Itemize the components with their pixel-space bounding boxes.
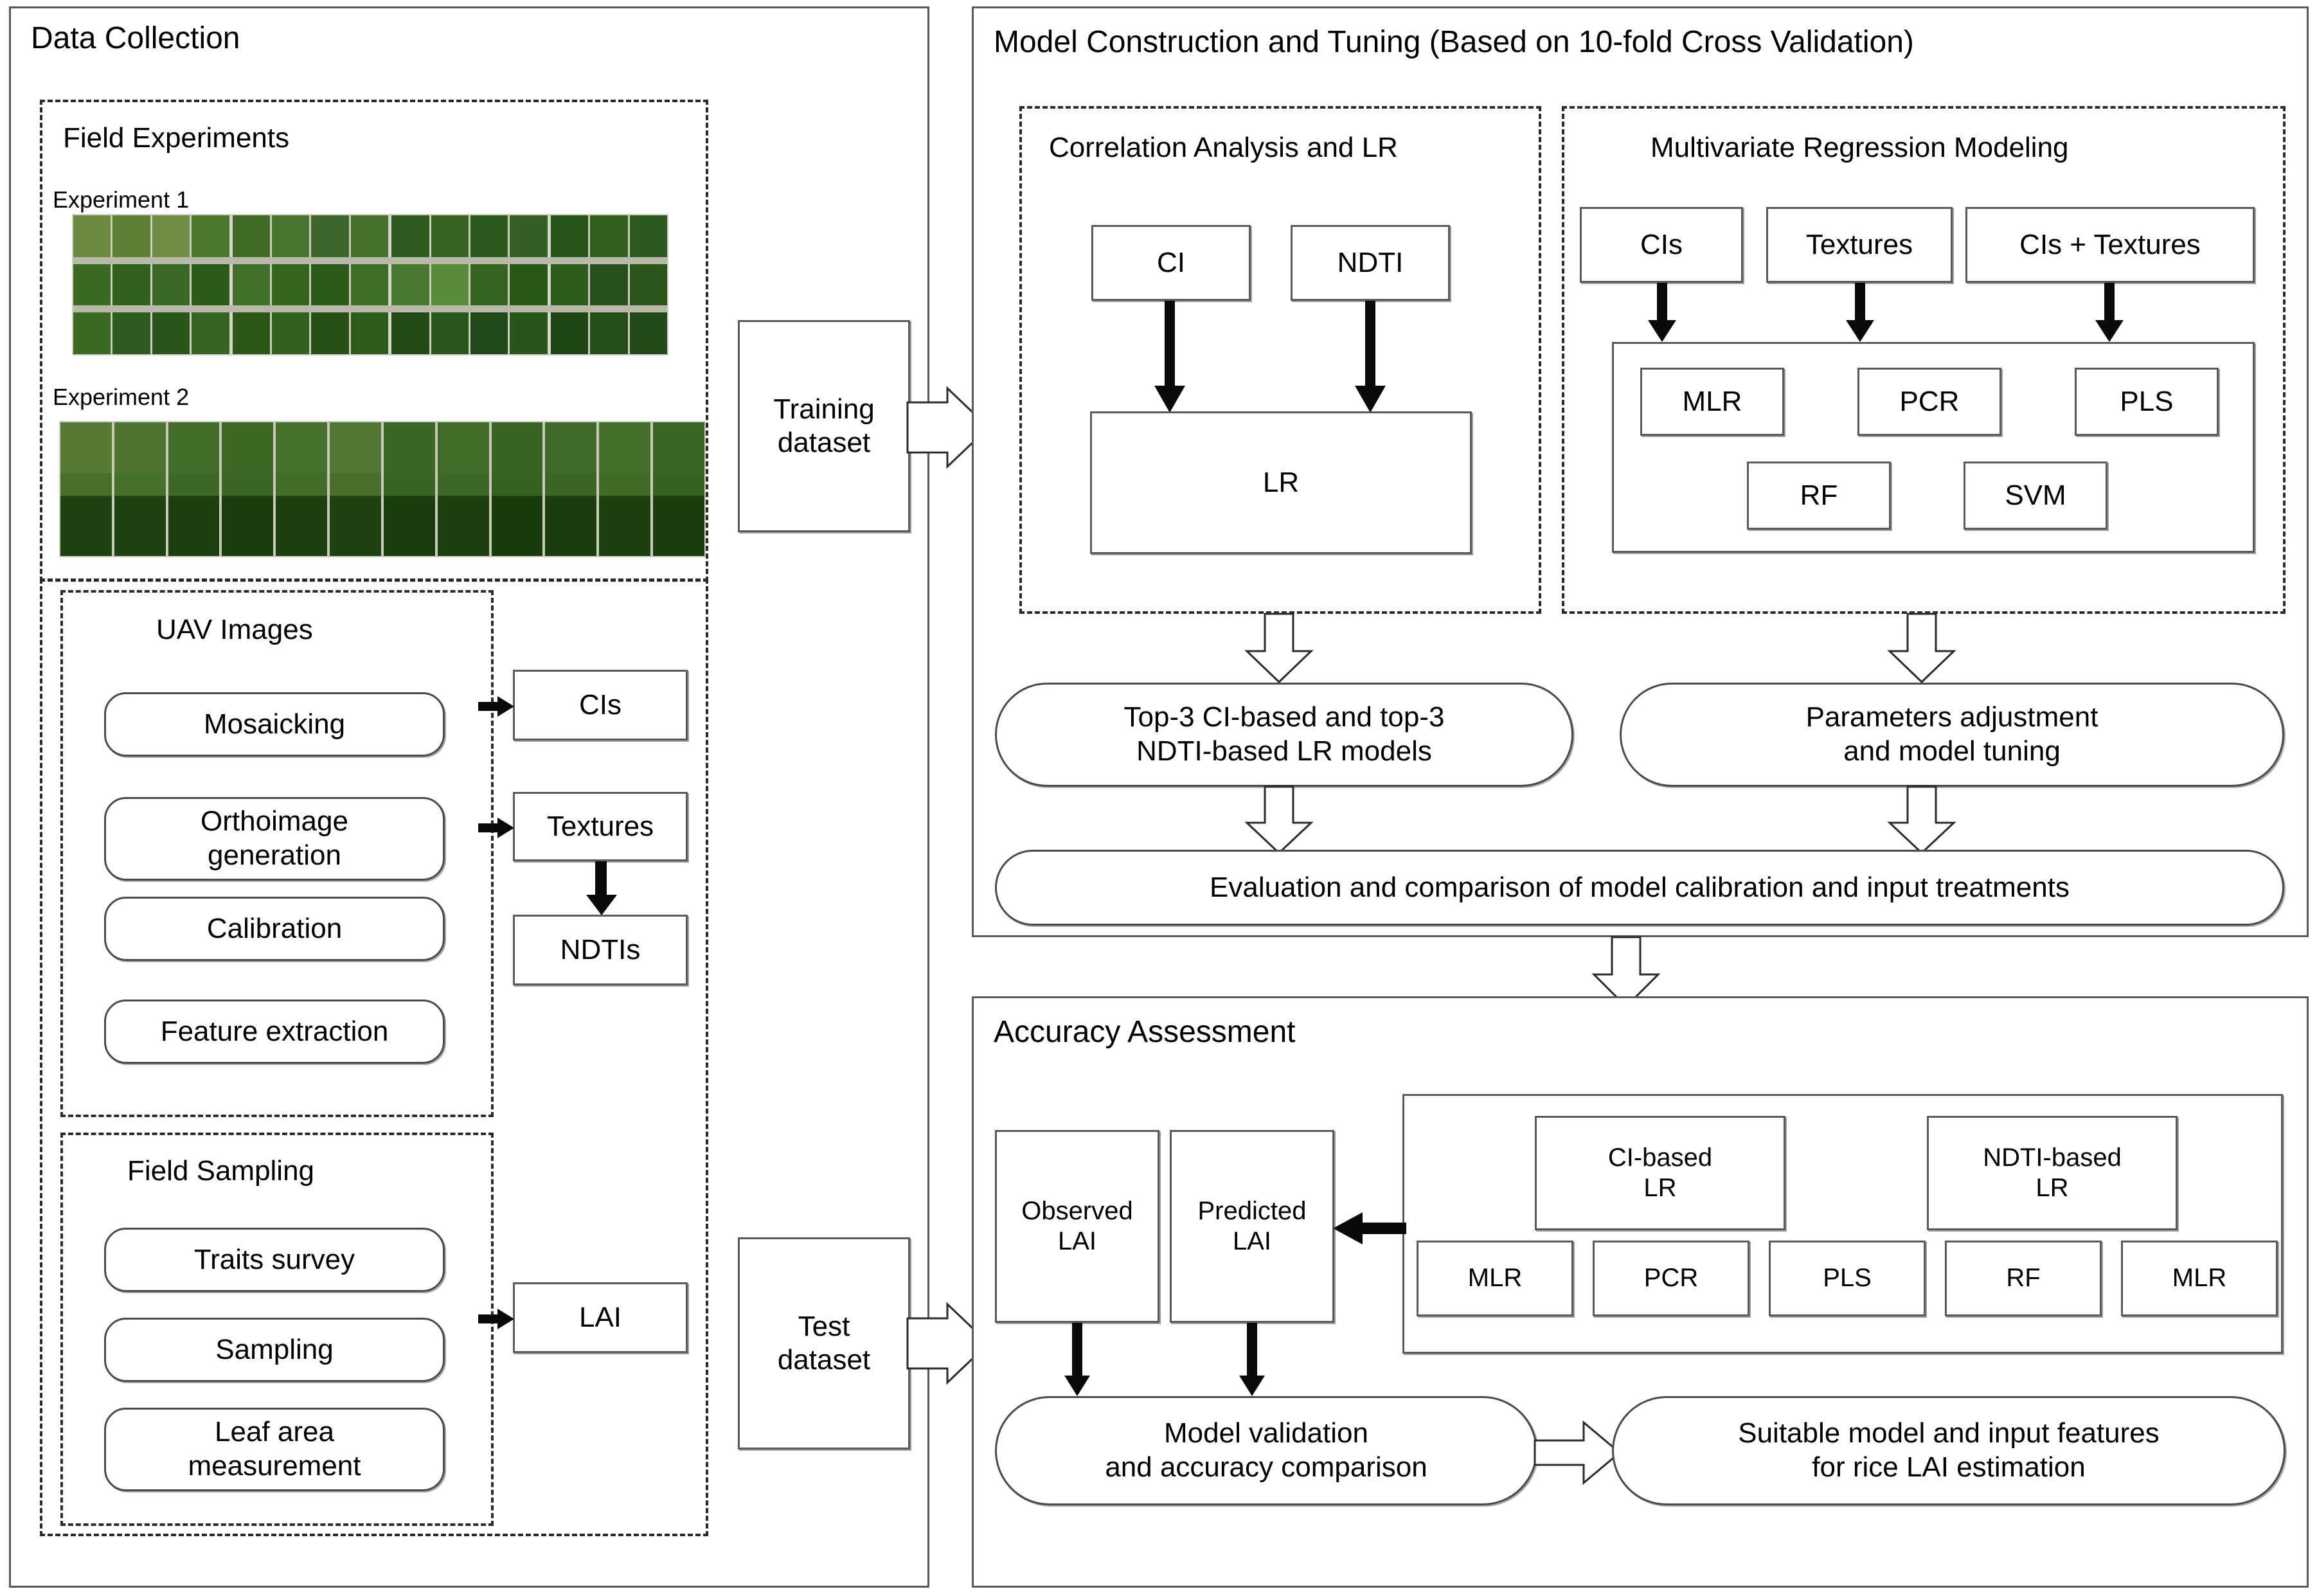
sampling-step-leaf-area-measurement[interactable]: Leaf area measurement (104, 1408, 445, 1491)
uav-step-mosaicking[interactable]: Mosaicking (104, 692, 445, 757)
arrow-cis-textures-to-models (2094, 283, 2125, 345)
arrow-cis-to-models (1647, 283, 1677, 345)
assessed-model-mlr-1[interactable]: MLR (1417, 1241, 1573, 1316)
box-test-dataset[interactable]: Test dataset (738, 1237, 910, 1449)
photo-experiment-1 (72, 214, 668, 355)
arrow-ndti-to-lr (1355, 301, 1386, 413)
arrow-correlation-to-top3 (1240, 613, 1318, 684)
group-field-sampling (60, 1133, 494, 1526)
arrow-validation-to-conclusion (1534, 1417, 1624, 1488)
arrow-observed-to-validation (1062, 1323, 1093, 1397)
box-ci[interactable]: CI (1091, 225, 1251, 301)
box-training-dataset[interactable]: Training dataset (738, 320, 910, 532)
panel-title-data-collection: Data Collection (31, 21, 240, 55)
uav-step-feature-extraction[interactable]: Feature extraction (104, 1000, 445, 1064)
box-observed-lai[interactable]: Observed LAI (995, 1130, 1159, 1323)
arrow-model-to-accuracy (1588, 936, 1665, 1009)
box-lr[interactable]: LR (1090, 411, 1472, 554)
assessed-model-rf[interactable]: RF (1945, 1241, 2102, 1316)
label-experiment-1: Experiment 1 (53, 186, 190, 213)
arrow-top3-to-evaluation (1240, 785, 1318, 855)
sampling-step-sampling[interactable]: Sampling (104, 1318, 445, 1382)
box-input-cis[interactable]: CIs (1580, 207, 1743, 283)
sampling-step-traits-survey[interactable]: Traits survey (104, 1228, 445, 1292)
arrow-multivariate-to-params (1883, 613, 1960, 684)
arrow-sampling-to-lai (478, 1309, 514, 1329)
arrow-predicted-to-validation (1237, 1323, 1267, 1397)
model-mlr[interactable]: MLR (1640, 368, 1784, 436)
group-multivariate-regression (1562, 106, 2286, 614)
arrow-test-to-accuracy (906, 1302, 991, 1385)
group-title-correlation-analysis: Correlation Analysis and LR (1049, 132, 1398, 163)
group-uav-images (60, 590, 494, 1117)
assessed-model-pls[interactable]: PLS (1769, 1241, 1926, 1316)
box-model-validation[interactable]: Model validation and accuracy comparison (995, 1396, 1537, 1505)
panel-title-model-construction: Model Construction and Tuning (Based on … (994, 25, 1914, 59)
assessed-model-pcr[interactable]: PCR (1593, 1241, 1749, 1316)
label-experiment-2: Experiment 2 (53, 384, 190, 410)
group-ci-based-lr[interactable]: CI-based LR (1535, 1116, 1785, 1230)
box-ndti[interactable]: NDTI (1291, 225, 1450, 301)
box-input-textures[interactable]: Textures (1766, 207, 1953, 283)
photo-experiment-2 (59, 421, 706, 557)
group-title-field-sampling: Field Sampling (127, 1155, 315, 1187)
output-textures[interactable]: Textures (513, 792, 688, 861)
box-input-cis-plus-textures[interactable]: CIs + Textures (1965, 207, 2255, 283)
output-ndtis[interactable]: NDTIs (513, 915, 688, 985)
arrow-orthoimage-to-textures (478, 818, 514, 838)
result-evaluation-comparison[interactable]: Evaluation and comparison of model calib… (995, 850, 2284, 926)
group-title-field-experiments: Field Experiments (63, 122, 290, 154)
group-ndti-based-lr[interactable]: NDTI-based LR (1927, 1116, 2178, 1230)
result-top3-lr-models[interactable]: Top-3 CI-based and top-3 NDTI-based LR m… (995, 683, 1573, 787)
group-title-uav-images: UAV Images (156, 614, 313, 645)
arrow-mosaicking-to-cis (478, 696, 514, 717)
arrow-models-to-predicted (1333, 1212, 1406, 1244)
model-svm[interactable]: SVM (1964, 462, 2107, 530)
uav-step-calibration[interactable]: Calibration (104, 897, 445, 961)
arrow-ci-to-lr (1154, 301, 1185, 413)
output-lai[interactable]: LAI (513, 1282, 688, 1353)
model-pcr[interactable]: PCR (1857, 368, 2001, 436)
group-correlation-analysis (1019, 106, 1541, 614)
arrow-textures-to-models (1845, 283, 1875, 345)
box-predicted-lai[interactable]: Predicted LAI (1170, 1130, 1334, 1323)
arrow-textures-to-ndtis (586, 861, 617, 917)
assessed-model-mlr-2[interactable]: MLR (2121, 1241, 2278, 1316)
arrow-params-to-evaluation (1883, 785, 1960, 855)
model-pls[interactable]: PLS (2075, 368, 2219, 436)
panel-title-accuracy-assessment: Accuracy Assessment (994, 1015, 1296, 1049)
arrow-training-to-model (906, 386, 991, 469)
group-title-multivariate-regression: Multivariate Regression Modeling (1651, 132, 2069, 163)
model-rf[interactable]: RF (1747, 462, 1891, 530)
box-conclusion[interactable]: Suitable model and input features for ri… (1612, 1396, 2286, 1505)
group-uav-and-sampling (40, 578, 708, 1536)
result-parameter-tuning[interactable]: Parameters adjustment and model tuning (1620, 683, 2284, 787)
uav-step-orthoimage-generation[interactable]: Orthoimage generation (104, 797, 445, 881)
output-cis[interactable]: CIs (513, 670, 688, 740)
